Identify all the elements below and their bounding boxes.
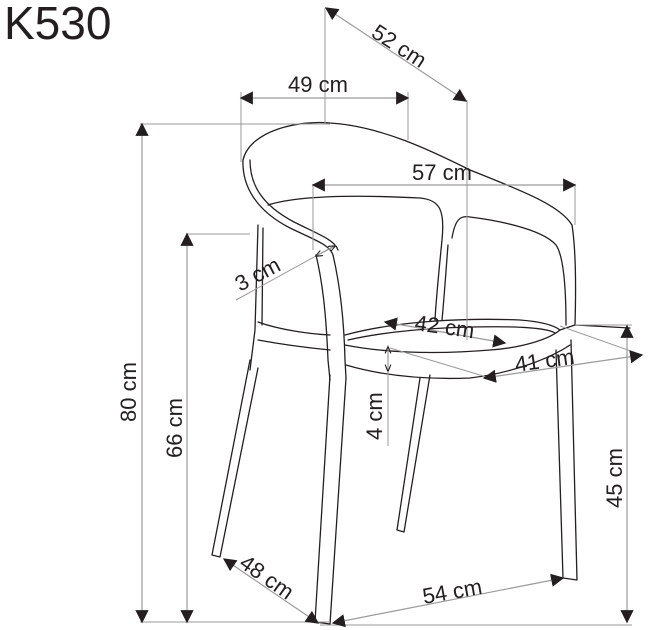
backrest-top [242,121,573,226]
dimension-lines [135,7,644,628]
dimension-labels: 49 cm 52 cm 57 cm 3 cm 42 cm 41 cm 4 cm … [116,19,627,609]
seat-side-rail-lower [257,339,331,351]
label-total-height: 80 cm [116,362,141,422]
rear-left-upper-inner [261,227,264,326]
product-code-title: K530 [4,0,112,49]
front-left-post-inner [332,254,347,379]
rear-right-leg [396,374,431,533]
right-arm-outer [451,215,567,326]
chair-drawing [211,121,631,625]
front-left-post-outer [315,254,331,381]
label-seat-height: 45 cm [602,448,627,508]
right-arm-inner [441,244,449,321]
backrest-left-inner [249,159,339,251]
right-arm-front [571,224,577,326]
rear-left-upper [249,224,259,371]
rear-left-leg [211,359,259,558]
backrest-left-outer [242,159,334,256]
label-overall-width: 57 cm [412,160,472,185]
seat-side-rail [257,321,331,336]
label-leg-span-side: 48 cm [235,550,298,605]
label-armrest-height: 66 cm [162,398,187,458]
label-seat-thickness: 4 cm [362,392,387,440]
label-depth-top: 52 cm [367,19,431,73]
front-right-leg [555,339,578,581]
label-leg-span-front: 54 cm [421,574,484,609]
label-seat-depth: 41 cm [513,344,576,377]
label-backrest-width: 49 cm [288,72,348,97]
backrest-inner-top [267,195,444,321]
front-left-leg [314,374,347,625]
